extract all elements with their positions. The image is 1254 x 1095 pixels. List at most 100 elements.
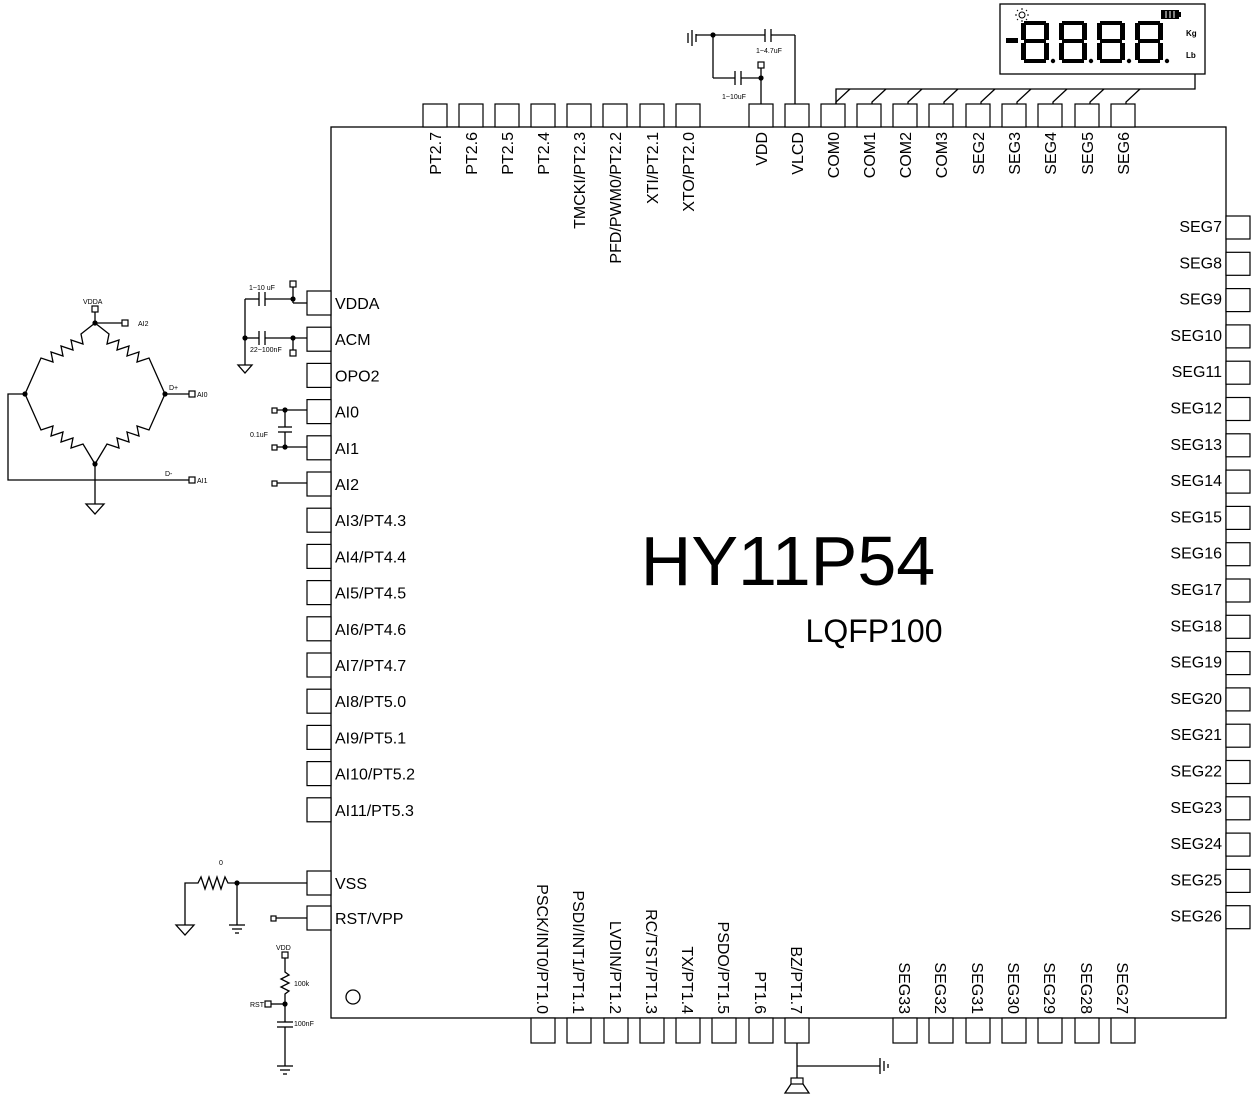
pin-label: SEG33 bbox=[895, 962, 912, 1014]
bridge-ai1-label: AI1 bbox=[197, 478, 208, 485]
pin-label: SEG24 bbox=[1170, 836, 1222, 853]
pin-pad bbox=[820, 103, 846, 128]
pin-label: PSCK/INT0/PT1.0 bbox=[533, 884, 550, 1014]
pin-label: RC/TST/PT1.3 bbox=[642, 909, 659, 1014]
pin-vdda: VDDA bbox=[306, 290, 380, 316]
pin-pt2-5: PT2.5 bbox=[494, 103, 520, 175]
pin-rst-vpp: RST/VPP bbox=[306, 905, 403, 931]
pin-label: AI0 bbox=[335, 405, 359, 422]
pin-pad bbox=[1225, 396, 1251, 422]
pin-label: VSS bbox=[335, 876, 367, 893]
pin-pad bbox=[1225, 324, 1251, 349]
pin-pad bbox=[306, 507, 332, 533]
pin-label: XTI/PT2.1 bbox=[645, 132, 662, 204]
pin-label: SEG5 bbox=[1080, 132, 1097, 175]
pin-pad bbox=[639, 1017, 665, 1044]
pin-pad bbox=[306, 579, 332, 606]
pin-tmcki-pt2-3: TMCKI/PT2.3 bbox=[566, 103, 592, 229]
pin-label: COM2 bbox=[898, 132, 915, 178]
pin-seg5: SEG5 bbox=[1074, 103, 1100, 175]
bus-wire bbox=[980, 88, 996, 104]
pin-pad bbox=[748, 1017, 774, 1044]
pin-label: SEG23 bbox=[1170, 800, 1222, 817]
pin-ai0: AI0 bbox=[306, 399, 359, 425]
pin-label: SEG19 bbox=[1170, 655, 1222, 672]
pin-seg28: SEG28 bbox=[1074, 962, 1100, 1044]
pin-pad bbox=[928, 103, 954, 128]
pin-pt2-7: PT2.7 bbox=[422, 103, 448, 175]
pin-label: SEG3 bbox=[1007, 132, 1024, 175]
pin-pad bbox=[530, 103, 556, 128]
pin-seg15: SEG15 bbox=[1170, 505, 1251, 530]
pin1-marker bbox=[345, 989, 361, 1005]
pin-label: PT1.6 bbox=[751, 971, 768, 1014]
pin-pad bbox=[306, 326, 332, 352]
pin-label: SEG8 bbox=[1179, 255, 1222, 272]
pin-pad bbox=[1225, 650, 1251, 676]
pin-label: VLCD bbox=[790, 132, 807, 175]
pin-label: SEG16 bbox=[1170, 546, 1222, 563]
pin-seg13: SEG13 bbox=[1170, 433, 1251, 458]
pin-pad bbox=[1074, 103, 1100, 128]
pin-pad bbox=[1225, 905, 1251, 930]
pin-pad bbox=[566, 103, 592, 128]
pin-label: RST/VPP bbox=[335, 911, 403, 928]
pin-com3: COM3 bbox=[928, 103, 954, 178]
pin-seg8: SEG8 bbox=[1179, 251, 1251, 276]
pin-pad bbox=[1225, 288, 1251, 313]
pin-pad bbox=[675, 1017, 701, 1044]
pin-label: SEG15 bbox=[1170, 509, 1222, 526]
pin-pad bbox=[639, 103, 665, 128]
unit-lb: Lb bbox=[1186, 51, 1196, 60]
pin-seg6: SEG6 bbox=[1110, 103, 1136, 175]
pin-pad bbox=[675, 103, 701, 128]
pin-pad bbox=[1037, 103, 1063, 128]
pin-pad bbox=[306, 797, 332, 823]
pin-ai7-pt4-7: AI7/PT4.7 bbox=[306, 652, 406, 678]
pin-pad bbox=[928, 1017, 954, 1044]
pin-label: SEG9 bbox=[1179, 292, 1222, 309]
pin-ai11-pt5-3: AI11/PT5.3 bbox=[306, 797, 414, 823]
pin-seg16: SEG16 bbox=[1170, 542, 1251, 567]
pin-pad bbox=[1225, 433, 1251, 458]
com-seg-bus bbox=[835, 88, 1141, 104]
lcd-digit bbox=[1097, 21, 1132, 64]
pin-label: SEG12 bbox=[1170, 401, 1222, 418]
pin-label: SEG30 bbox=[1004, 962, 1021, 1014]
pin-label: SEG4 bbox=[1043, 132, 1060, 175]
pin-pad bbox=[306, 290, 332, 316]
pin-ai3-pt4-3: AI3/PT4.3 bbox=[306, 507, 406, 533]
vdda-acm-network: 1~10 uF 22~100nF bbox=[236, 280, 307, 374]
pin-label: VDD bbox=[754, 132, 771, 166]
reset-vdd-label: VDD bbox=[276, 945, 291, 952]
pin-pad bbox=[1225, 832, 1251, 857]
pin-label: SEG13 bbox=[1170, 437, 1222, 454]
pin-label: SEG32 bbox=[931, 962, 948, 1014]
pin-label: SEG6 bbox=[1116, 132, 1133, 175]
pin-pad bbox=[422, 103, 448, 128]
pin-seg17: SEG17 bbox=[1170, 578, 1251, 603]
pin-label: ACM bbox=[335, 332, 371, 349]
pin-label: PT2.4 bbox=[536, 132, 553, 175]
pin-pad bbox=[306, 362, 332, 388]
pin-label: COM1 bbox=[862, 132, 879, 178]
pin-pad bbox=[892, 103, 918, 128]
lcd-digit bbox=[1021, 21, 1056, 64]
pin-pad bbox=[1225, 578, 1251, 603]
cap-label: 1~10 uF bbox=[249, 285, 275, 292]
bus-wire bbox=[1052, 88, 1068, 104]
lcd-panel: Kg Lb bbox=[835, 3, 1206, 104]
pin-label: AI2 bbox=[335, 477, 359, 494]
pin-label: LVDIN/PT1.2 bbox=[606, 921, 623, 1014]
pin-pad bbox=[711, 1017, 737, 1044]
pin-seg21: SEG21 bbox=[1170, 723, 1251, 748]
bridge-ai0-label: AI0 bbox=[197, 392, 208, 399]
vdd-vlcd-network: 1~4.7uF 1~10uF bbox=[687, 29, 796, 104]
pin-acm: ACM bbox=[306, 326, 371, 352]
pin-seg7: SEG7 bbox=[1179, 215, 1251, 240]
lcd-digit bbox=[1135, 21, 1170, 64]
pin-label: COM0 bbox=[826, 132, 843, 178]
pin-pad bbox=[1225, 251, 1251, 276]
pin-label: SEG26 bbox=[1170, 909, 1222, 926]
